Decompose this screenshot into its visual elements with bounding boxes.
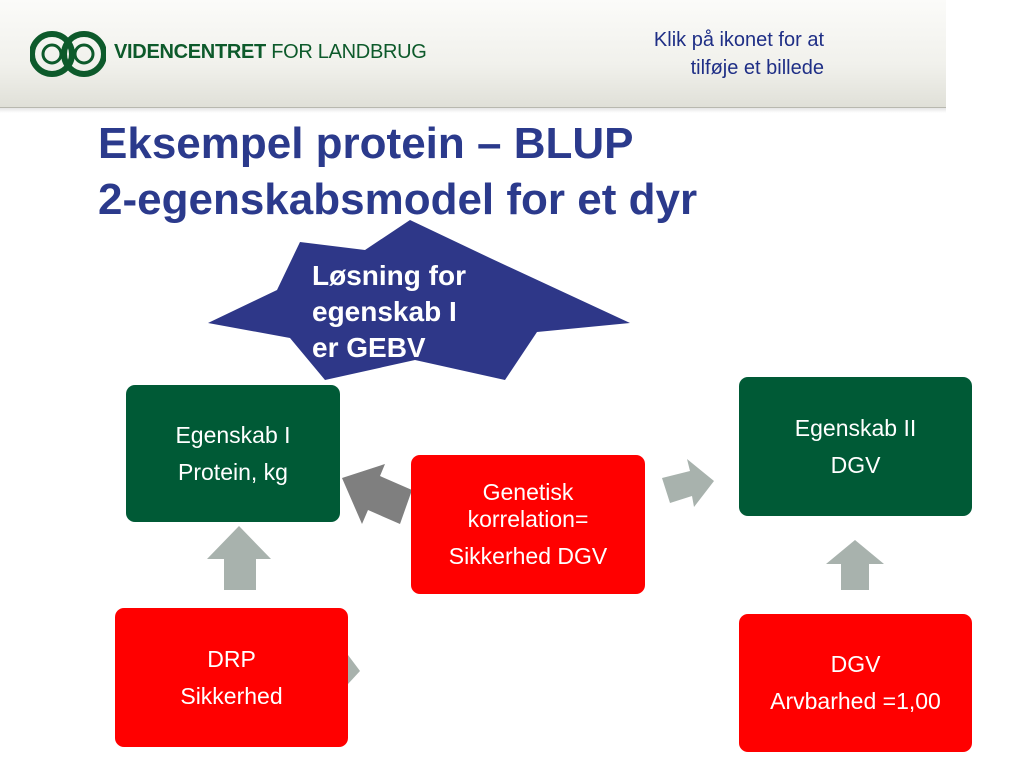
arrow-genetisk-to-egenskab-1 bbox=[342, 464, 412, 524]
star-burst-text: Løsning for egenskab I er GEBV bbox=[312, 258, 522, 366]
star-burst-shape bbox=[208, 220, 630, 380]
logo-text-regular: FOR LANDBRUG bbox=[265, 41, 427, 63]
star-line-2: egenskab I bbox=[312, 296, 457, 327]
header-shadow bbox=[0, 107, 946, 113]
header-bar: VIDENCENTRET FOR LANDBRUG Klik på ikonet… bbox=[0, 0, 946, 108]
box-egenskab-1-line-1: Egenskab I bbox=[175, 421, 291, 448]
logo-rings-icon bbox=[30, 31, 106, 77]
logo-text-bold: VIDENCENTRET bbox=[114, 41, 266, 63]
arrow-genetisk-to-egenskab-2 bbox=[662, 459, 714, 507]
hint-line-1: Klik på ikonet for at bbox=[653, 29, 824, 51]
logo: VIDENCENTRET FOR LANDBRUG bbox=[30, 31, 427, 77]
box-egenskab-2-line-1: Egenskab II bbox=[794, 414, 917, 441]
star-line-1: Løsning for bbox=[312, 260, 466, 291]
box-drp-line-2: Sikkerhed bbox=[180, 682, 283, 709]
add-picture-hint[interactable]: Klik på ikonet for at tilføje et billede bbox=[524, 26, 824, 82]
title-line-1: Eksempel protein – BLUP bbox=[98, 119, 634, 168]
box-dgv: DGV Arvbarhed =1,00 bbox=[739, 614, 972, 752]
logo-text: VIDENCENTRET FOR LANDBRUG bbox=[114, 41, 427, 64]
box-genetisk-korrelation: Genetisk korrelation= Sikkerhed DGV bbox=[411, 455, 645, 594]
hint-line-2: tilføje et billede bbox=[690, 57, 824, 79]
box-egenskab-1: Egenskab I Protein, kg bbox=[126, 385, 340, 522]
star-line-3: er GEBV bbox=[312, 332, 426, 363]
arrow-dgv-to-egenskab-2 bbox=[826, 540, 884, 590]
box-drp-line-1: DRP bbox=[207, 645, 256, 672]
arrow-drp-to-egenskab-1 bbox=[207, 526, 271, 590]
box-dgv-line-2: Arvbarhed =1,00 bbox=[770, 688, 941, 714]
box-drp: DRP Sikkerhed bbox=[115, 608, 348, 747]
box-egenskab-2: Egenskab II DGV bbox=[739, 377, 972, 516]
box-genetisk-line-2: Sikkerhed DGV bbox=[448, 543, 608, 569]
box-genetisk-line-1: Genetisk korrelation= bbox=[467, 479, 589, 532]
box-egenskab-1-line-2: Protein, kg bbox=[178, 458, 288, 485]
box-dgv-line-1: DGV bbox=[830, 651, 881, 677]
box-egenskab-2-line-2: DGV bbox=[830, 451, 881, 478]
slide-title: Eksempel protein – BLUP 2-egenskabsmodel… bbox=[98, 116, 978, 228]
arrow-drp-to-genetisk bbox=[348, 655, 360, 684]
title-line-2: 2-egenskabsmodel for et dyr bbox=[98, 175, 698, 224]
